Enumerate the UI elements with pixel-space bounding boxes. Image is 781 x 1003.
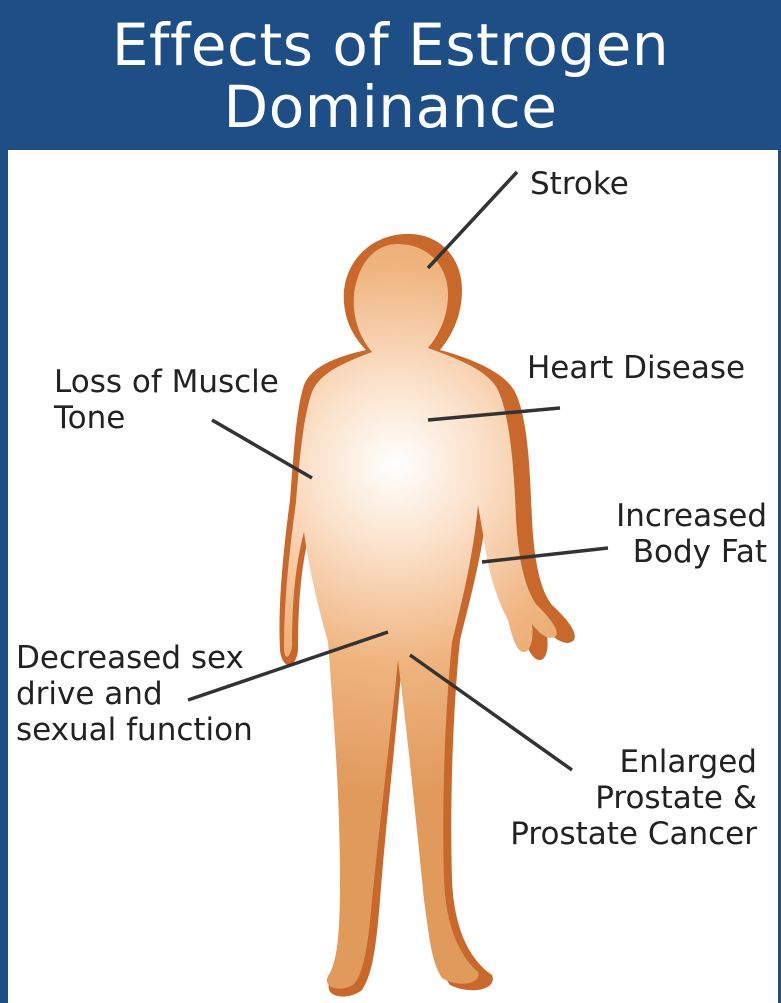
label-enlarged-prostate: Enlarged Prostate & Prostate Cancer <box>510 744 757 852</box>
label-decreased-sex-drive: Decreased sex drive and sexual function <box>16 640 253 748</box>
label-increased-body-fat: Increased Body Fat <box>616 498 767 570</box>
leader-stroke <box>428 172 517 268</box>
label-heart-disease: Heart Disease <box>527 350 745 386</box>
label-loss-of-muscle-tone: Loss of Muscle Tone <box>54 364 279 436</box>
label-stroke: Stroke <box>530 166 629 202</box>
body-fill <box>284 244 557 989</box>
